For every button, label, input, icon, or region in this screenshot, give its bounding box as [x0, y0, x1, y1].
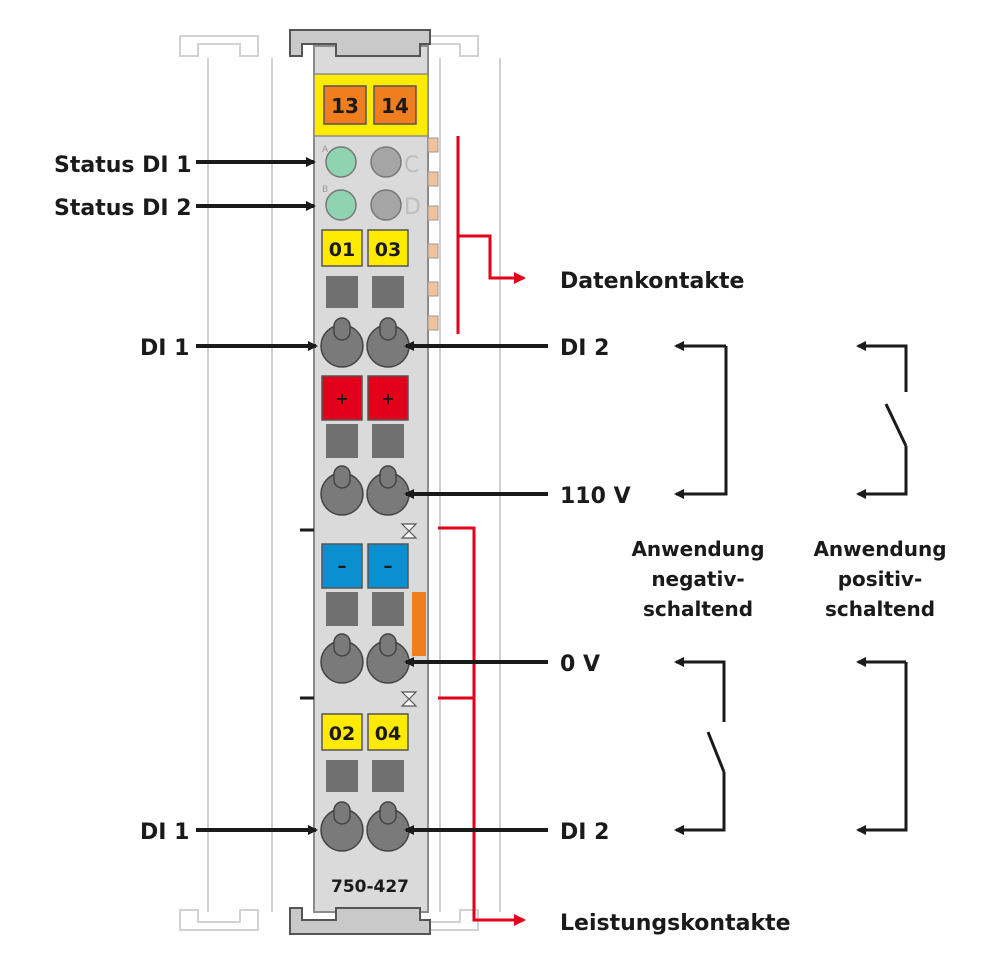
marker-minus-1: [321, 543, 363, 589]
label-data-contacts: Datenkontakte: [560, 269, 744, 294]
marker-plus-1-label: +: [335, 389, 348, 408]
part-number: 750-427: [331, 877, 409, 897]
label-di1-bottom: DI 1: [140, 820, 189, 845]
label-110v: 110 V: [560, 484, 631, 509]
clamp-0v-1: [320, 633, 364, 684]
led-c: [370, 146, 402, 178]
label-di2-top: DI 2: [560, 336, 609, 361]
svg-text:schaltend: schaltend: [825, 597, 935, 621]
marker-01: [321, 229, 363, 267]
marker-minus-2: [367, 543, 409, 589]
data-contact-pads: [427, 137, 439, 331]
label-di1-top: DI 1: [140, 336, 189, 361]
marker-minus-1-label: –: [338, 556, 347, 577]
clamp-di2-top: [366, 317, 410, 368]
orange-power-contact: [412, 592, 426, 656]
io-module-750-427: 13 14 A B C D 01 03: [289, 29, 439, 935]
marker-02-label: 02: [329, 723, 355, 745]
terminal-14: [373, 85, 417, 125]
top-mounting-clip: [289, 29, 431, 57]
led-c-letter: C: [404, 153, 419, 178]
svg-text:schaltend: schaltend: [643, 597, 753, 621]
switch-contact-icon: [884, 403, 908, 447]
marker-plus-1: [321, 375, 363, 421]
power-contacts-bracket: [438, 526, 526, 926]
release-slot-3a: [326, 592, 358, 626]
terminal-13: [323, 85, 367, 125]
marker-plus-2-label: +: [381, 389, 394, 408]
switch-contact-icon: [706, 731, 726, 773]
terminal-14-label: 14: [381, 94, 409, 118]
svg-text:negativ-: negativ-: [651, 567, 744, 591]
ghost-neighbour-modules: [179, 35, 501, 931]
negative-switching-upper: [674, 341, 728, 499]
clamp-110v-1: [320, 465, 364, 516]
positive-switching-lower: [856, 657, 908, 835]
release-slot-1b: [372, 276, 404, 308]
marker-04-label: 04: [375, 723, 401, 745]
label-di2-bottom: DI 2: [560, 820, 609, 845]
svg-text:positiv-: positiv-: [838, 567, 923, 591]
label-power-contacts: Leistungskontakte: [560, 911, 791, 936]
led-d-letter: D: [404, 195, 421, 220]
marker-minus-2-label: –: [384, 556, 393, 577]
release-slot-1a: [326, 276, 358, 308]
release-slot-2a: [326, 424, 358, 458]
label-status-di2: Status DI 2: [54, 196, 192, 221]
led-d: [370, 189, 402, 221]
release-slot-4b: [372, 760, 404, 792]
label-status-di1: Status DI 1: [54, 153, 192, 178]
contact-marker-icon: [400, 523, 418, 539]
caption-negative-switching: Anwendung negativ- schaltend: [631, 537, 764, 621]
label-0v: 0 V: [560, 652, 600, 677]
marker-03-label: 03: [375, 239, 401, 261]
svg-text:Anwendung: Anwendung: [631, 537, 764, 561]
negative-switching-lower: [674, 657, 726, 835]
bottom-mounting-clip: [289, 907, 431, 935]
marker-03: [367, 229, 409, 267]
clamp-di1-bottom: [320, 801, 364, 852]
release-slot-2b: [372, 424, 404, 458]
led-a-letter: A: [322, 145, 329, 155]
signal-arrows: [196, 157, 548, 835]
data-contacts-bracket: [456, 136, 526, 334]
positive-switching-upper: [856, 341, 908, 499]
status-led-di2: [325, 189, 357, 221]
marker-04: [367, 713, 409, 751]
release-slot-4a: [326, 760, 358, 792]
contact-marker-icon: [400, 691, 418, 707]
caption-positive-switching: Anwendung positiv- schaltend: [813, 537, 946, 621]
terminal-13-label: 13: [331, 94, 359, 118]
clamp-di1-top: [320, 317, 364, 368]
marker-02: [321, 713, 363, 751]
marker-plus-2: [367, 375, 409, 421]
marker-01-label: 01: [329, 239, 355, 261]
release-slot-3b: [372, 592, 404, 626]
led-b-letter: B: [322, 185, 328, 195]
svg-text:Anwendung: Anwendung: [813, 537, 946, 561]
status-led-di1: [325, 146, 357, 178]
